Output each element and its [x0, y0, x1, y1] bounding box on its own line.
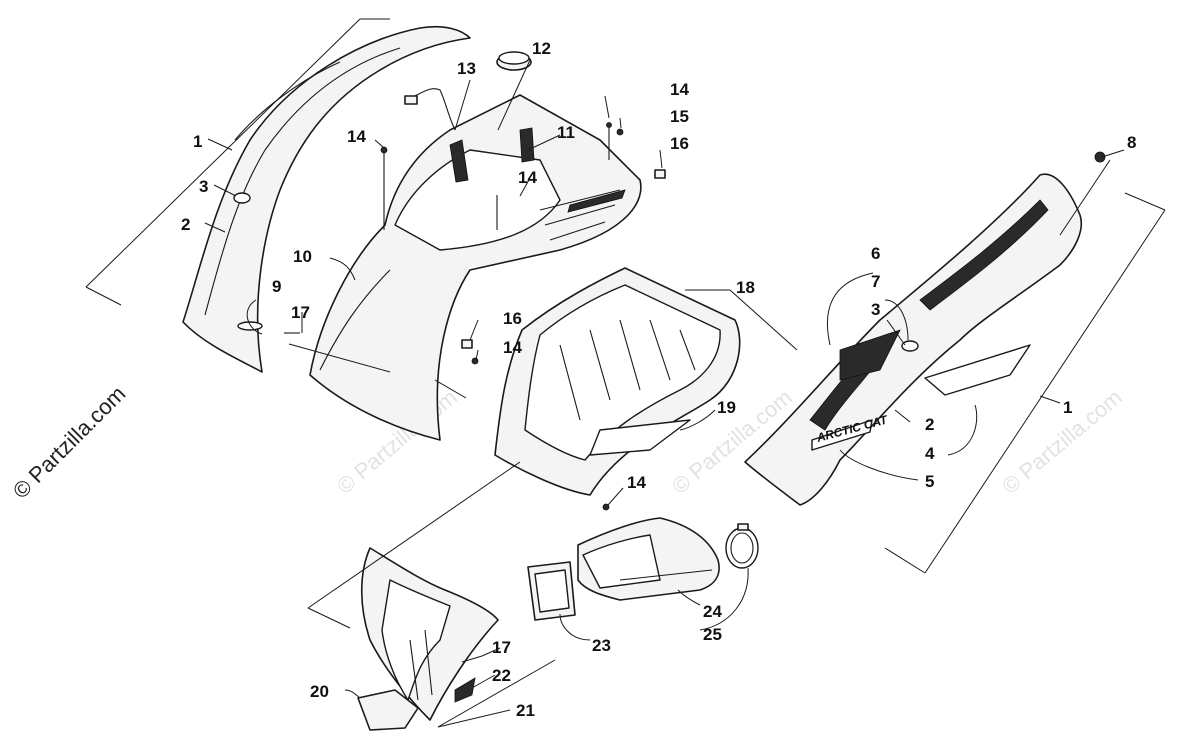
callout-5: 5 [925, 472, 934, 491]
callout-4: 4 [925, 444, 935, 463]
wire-13 [404, 88, 456, 131]
callout-17-upper: 17 [291, 303, 310, 322]
bracket-20 [357, 689, 419, 731]
callout-14-a: 14 [347, 127, 366, 146]
callout-22: 22 [492, 666, 511, 685]
callout-25: 25 [703, 625, 722, 644]
callout-labels: 1 3 2 9 17 10 13 12 14 11 14 14 15 16 18… [181, 39, 1136, 720]
callout-16-lower: 16 [503, 309, 522, 328]
callout-8: 8 [1127, 133, 1136, 152]
callout-6: 6 [871, 244, 880, 263]
callout-14-d: 14 [503, 338, 522, 357]
callout-20: 20 [310, 682, 329, 701]
front-hood [309, 94, 642, 441]
callout-7: 7 [871, 272, 880, 291]
callout-14-e: 14 [627, 473, 646, 492]
right-side-panel: ARCTIC CAT [744, 173, 1082, 506]
callout-16-upper: 16 [670, 134, 689, 153]
callout-1-right: 1 [1063, 398, 1072, 417]
callout-12: 12 [532, 39, 551, 58]
callout-11: 11 [557, 123, 575, 142]
callout-2-right: 2 [925, 415, 934, 434]
callout-19: 19 [717, 398, 736, 417]
callout-14-c: 14 [670, 80, 689, 99]
intake-duct-24 [577, 517, 720, 601]
callout-10: 10 [293, 247, 312, 266]
fasteners [284, 122, 1106, 511]
leader-lines [85, 18, 1166, 728]
callout-2-left: 2 [181, 215, 190, 234]
screw-17-lower [461, 655, 483, 663]
hose-clamp-25 [725, 523, 759, 569]
callout-3-left: 3 [199, 177, 208, 196]
callout-23: 23 [592, 636, 611, 655]
callout-15: 15 [670, 107, 689, 126]
grommet-12 [496, 51, 532, 71]
callout-17-lower: 17 [492, 638, 511, 657]
lower-front [360, 547, 499, 721]
callout-21: 21 [516, 701, 535, 720]
callout-13: 13 [457, 59, 476, 78]
copyright-label: © Partzilla.com [8, 381, 131, 504]
callout-24: 24 [703, 602, 722, 621]
callout-14-b: 14 [518, 168, 537, 187]
watermark-3: © Partzilla.com [997, 384, 1127, 498]
lower-tray [494, 267, 741, 496]
intake-seal-23 [527, 561, 576, 621]
callout-9: 9 [272, 277, 281, 296]
pad-19 [589, 419, 691, 456]
callout-1-left: 1 [193, 132, 202, 151]
callout-3-right: 3 [871, 300, 880, 319]
callout-18: 18 [736, 278, 755, 297]
left-side-panel [182, 25, 471, 373]
connector-13 [404, 95, 418, 105]
pad-22 [454, 677, 476, 703]
